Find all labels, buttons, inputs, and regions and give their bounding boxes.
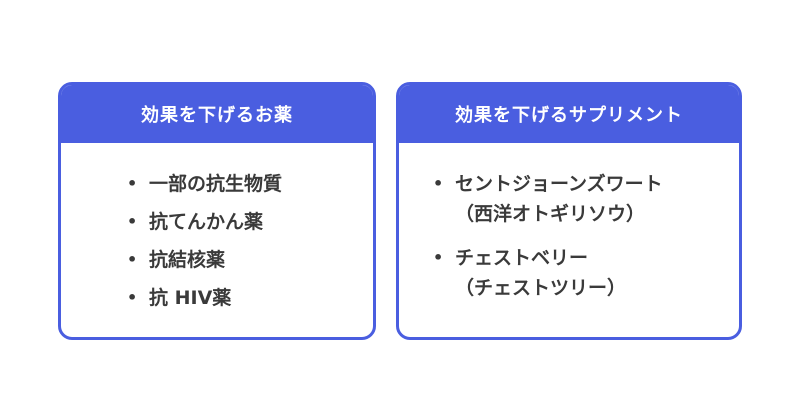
- list-item-label: 抗 HIV薬: [149, 287, 232, 309]
- supplements-list: • セントジョーンズワート （西洋オトギリソウ） • チェストベリー （チェスト…: [399, 143, 739, 303]
- supplement-note: （チェストツリー）: [455, 277, 627, 299]
- bullet-icon: •: [433, 174, 444, 193]
- list-item-text: チェストベリー （チェストツリー）: [455, 243, 626, 303]
- list-item: • セントジョーンズワート （西洋オトギリソウ）: [433, 169, 739, 229]
- list-item: • チェストベリー （チェストツリー）: [433, 243, 739, 303]
- bullet-icon: •: [127, 250, 138, 269]
- bullet-icon: •: [127, 212, 138, 231]
- list-item-label: 一部の抗生物質: [149, 173, 283, 195]
- list-item: • 抗てんかん薬: [127, 207, 373, 237]
- supplements-card-title: 効果を下げるサプリメント: [399, 85, 739, 143]
- supplement-note: （西洋オトギリソウ）: [455, 203, 646, 225]
- supplement-name: チェストベリー: [455, 247, 589, 269]
- list-item-label: 抗てんかん薬: [149, 211, 264, 233]
- medicines-list: • 一部の抗生物質 • 抗てんかん薬 • 抗結核薬 • 抗 HIV薬: [61, 143, 373, 313]
- bullet-icon: •: [127, 288, 138, 307]
- medicines-card-title: 効果を下げるお薬: [61, 85, 373, 143]
- list-item: • 抗 HIV薬: [127, 283, 373, 313]
- list-item-label: 抗結核薬: [149, 249, 226, 271]
- list-item: • 抗結核薬: [127, 245, 373, 275]
- medicines-card: 効果を下げるお薬 • 一部の抗生物質 • 抗てんかん薬 • 抗結核薬 • 抗 H…: [58, 82, 376, 340]
- supplements-card: 効果を下げるサプリメント • セントジョーンズワート （西洋オトギリソウ） • …: [396, 82, 742, 340]
- supplement-name: セントジョーンズワート: [455, 173, 663, 195]
- bullet-icon: •: [433, 248, 444, 267]
- bullet-icon: •: [127, 174, 138, 193]
- list-item-text: セントジョーンズワート （西洋オトギリソウ）: [455, 169, 663, 229]
- list-item: • 一部の抗生物質: [127, 169, 373, 199]
